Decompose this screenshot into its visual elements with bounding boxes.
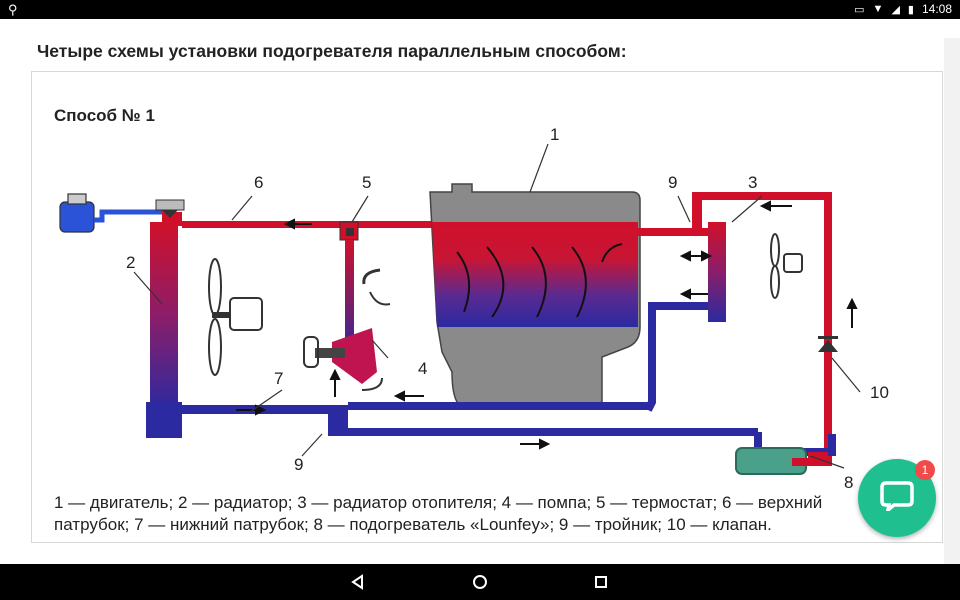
home-circle-icon[interactable] xyxy=(470,572,490,592)
label-tee-bottom: 9 xyxy=(294,455,303,474)
page-title: Четыре схемы установки подогревателя пар… xyxy=(37,41,627,61)
diagram-legend: 1 — двигатель; 2 — радиатор; 3 — радиато… xyxy=(54,493,823,534)
label-lower-hose: 7 xyxy=(274,369,283,388)
engine xyxy=(429,183,641,408)
status-icons: ▭ ▼ ◢ ▮ 14:08 xyxy=(854,2,952,16)
wifi-icon: ▼ xyxy=(872,3,884,15)
scroll-edge xyxy=(944,38,960,583)
label-valve: 10 xyxy=(870,383,889,402)
diagram-card: 6 2 5 7 1 9 3 4 8 10 9 Способ № 1 xyxy=(31,71,943,543)
heater-supply-pipe xyxy=(328,428,758,436)
heater-fan-icon xyxy=(770,233,803,299)
label-engine: 1 xyxy=(550,125,559,144)
check-valve xyxy=(818,336,838,352)
pump xyxy=(303,268,391,391)
radiator xyxy=(146,222,182,438)
expansion-tank xyxy=(59,193,162,233)
heater-radiator xyxy=(638,192,832,462)
label-heater: 8 xyxy=(844,473,853,492)
label-thermostat: 5 xyxy=(362,173,371,192)
article-page: Четыре схемы установки подогревателя пар… xyxy=(0,19,960,583)
label-heater-radiator: 3 xyxy=(748,173,757,192)
status-bar: ⚲ ▭ ▼ ◢ ▮ 14:08 xyxy=(0,0,960,19)
notification-badge: 1 xyxy=(915,460,935,480)
battery-icon: ▮ xyxy=(907,3,914,16)
label-tee-top: 9 xyxy=(668,173,677,192)
radiator-fan-icon xyxy=(208,258,263,376)
label-pump: 4 xyxy=(418,359,427,378)
navigation-bar xyxy=(0,564,960,600)
search-icon[interactable]: ⚲ xyxy=(8,2,18,17)
back-triangle-icon[interactable] xyxy=(348,572,368,592)
method-title: Способ № 1 xyxy=(54,106,155,125)
lounfey-heater xyxy=(735,432,836,475)
chat-bubble-icon xyxy=(880,481,914,511)
clock: 14:08 xyxy=(921,2,952,16)
vibrate-icon: ▭ xyxy=(854,3,865,16)
flow-arrows xyxy=(236,200,858,450)
label-radiator: 2 xyxy=(126,253,135,272)
cooling-diagram: 6 2 5 7 1 9 3 4 8 10 9 xyxy=(59,125,889,492)
recents-square-icon[interactable] xyxy=(591,572,611,592)
label-upper-hose: 6 xyxy=(254,173,263,192)
signal-icon: ◢ xyxy=(891,3,900,16)
